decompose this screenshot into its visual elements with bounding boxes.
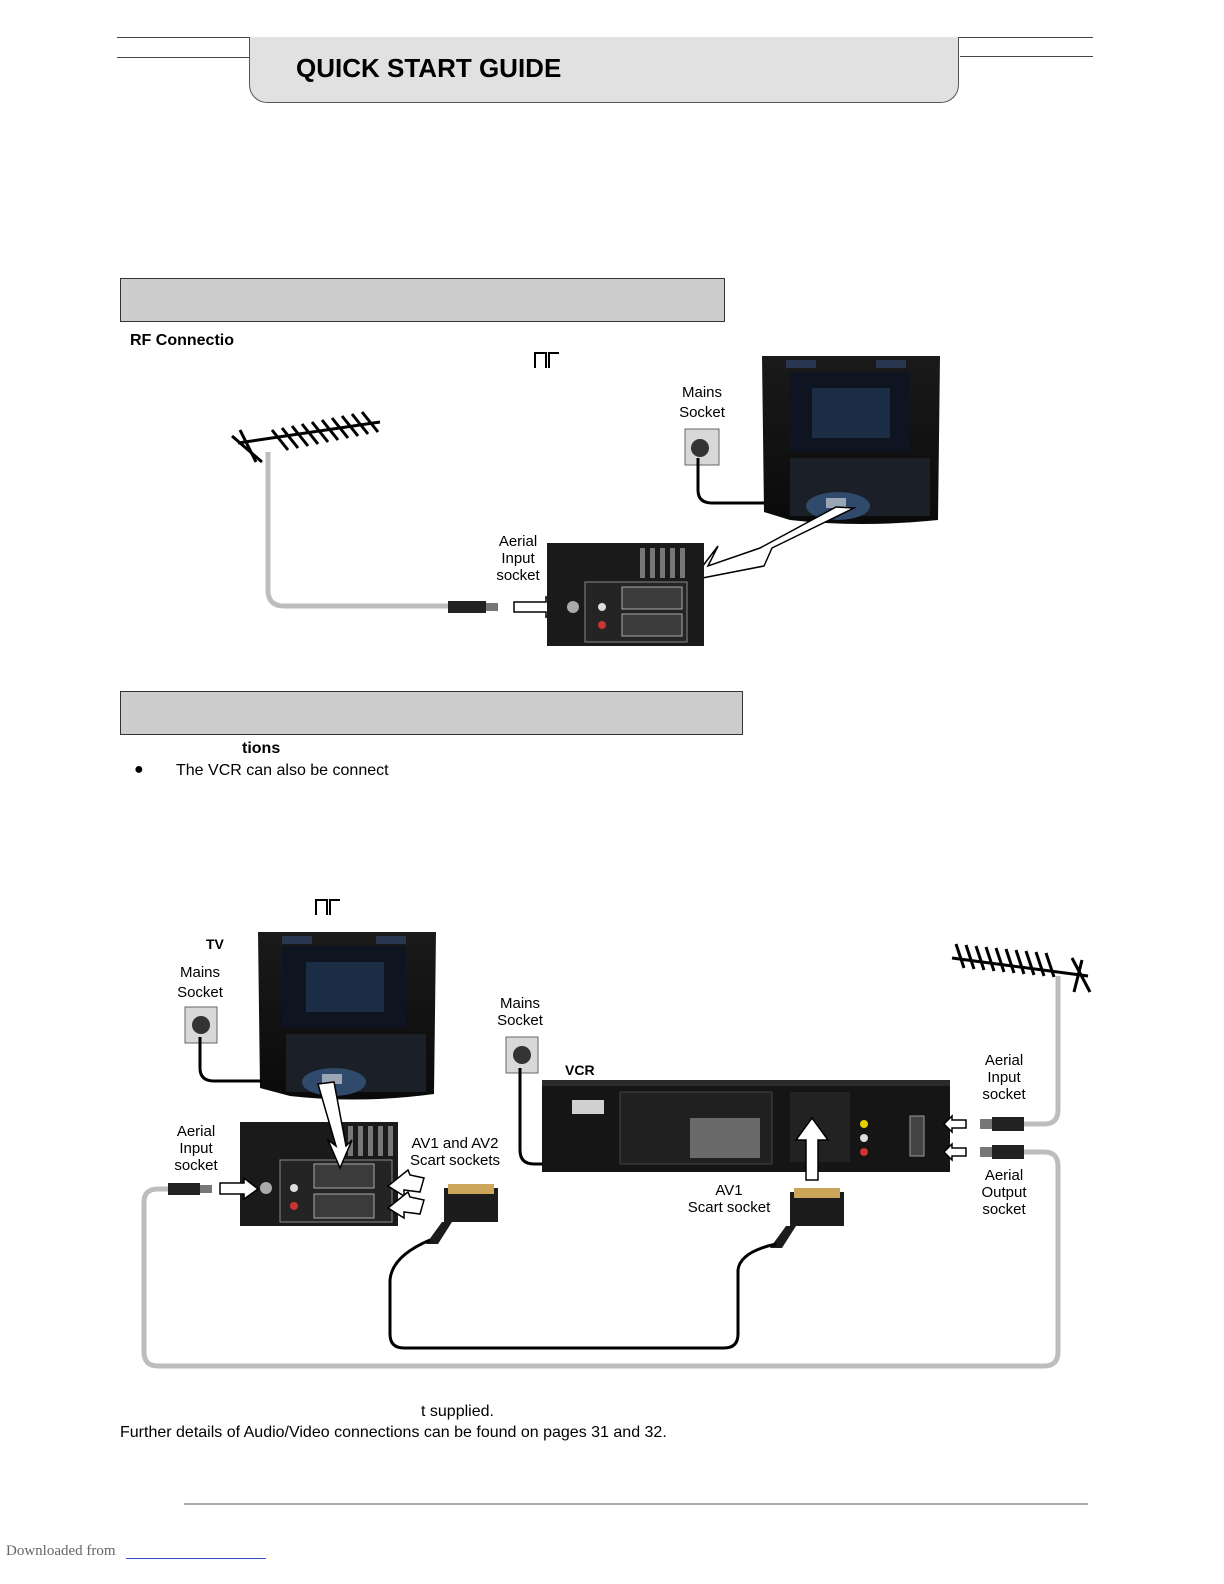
- tv-label: TV: [206, 936, 224, 952]
- rf-aerial-cable: [265, 452, 450, 609]
- header-rule-left: [117, 57, 249, 58]
- rf-tv-socket-panel-image: [547, 543, 704, 646]
- scart-cable: [388, 1238, 777, 1350]
- rf-section-heading: RF Connectio: [130, 332, 234, 349]
- rf-mains-socket-label: Mains Socket: [666, 384, 738, 421]
- tv-aerial-input-label: Aerial Input socket: [160, 1123, 232, 1174]
- tv-aerial-plug-icon: [168, 1183, 212, 1195]
- av-callout-arrow-icon: [317, 1081, 353, 1170]
- av1-socket-label: AV1 Scart socket: [680, 1182, 778, 1216]
- av-tv-socket-panel-image: [240, 1122, 398, 1226]
- page-title: QUICK START GUIDE: [296, 53, 562, 83]
- av-section-bar: [120, 691, 743, 735]
- vcr-aerial-out-line3: socket: [982, 1201, 1026, 1218]
- av-tv-mains-label: Mains Socket: [164, 964, 236, 1001]
- av2-insert-arrow-icon: [386, 1168, 425, 1198]
- vcr-to-tv-aerial-cable: [141, 1149, 1061, 1369]
- header-rule-right: [960, 56, 1093, 57]
- tv-aerial-line1: Aerial: [176, 1123, 216, 1140]
- aerial-symbol-icon: [534, 352, 559, 368]
- rf-mains-socket-icon: [684, 428, 720, 466]
- rf-aerial-plug-icon: [448, 601, 498, 613]
- av1-socket-line2: Scart socket: [687, 1199, 771, 1216]
- vcr-aerial-input-plug-icon: [980, 1117, 1024, 1131]
- av-tv-mains-cable: [198, 1037, 262, 1083]
- av-aerial-symbol-icon: [315, 899, 340, 915]
- tv-aerial-line2: Input: [179, 1140, 213, 1157]
- rf-callout-arrow-icon: [690, 506, 857, 582]
- rf-aerial-label-line2: Input: [501, 550, 535, 567]
- tv-scart-plug-icon: [426, 1184, 498, 1244]
- vcr-mains-socket-icon: [505, 1036, 539, 1074]
- vcr-aerial-in-line3: socket: [982, 1086, 1026, 1103]
- av-aerial-to-vcr-cable: [1024, 976, 1061, 1127]
- rf-aerial-label-line3: socket: [496, 567, 540, 584]
- vcr-label: VCR: [565, 1062, 595, 1078]
- av-tv-back-image: [258, 932, 436, 1100]
- av-sockets-line1: AV1 and AV2: [411, 1135, 499, 1152]
- footer-downloaded-text: Downloaded from: [6, 1543, 116, 1559]
- rf-aerial-label-line1: Aerial: [498, 533, 538, 550]
- av-sockets-label: AV1 and AV2 Scart sockets: [400, 1135, 510, 1169]
- title-tab: QUICK START GUIDE: [249, 37, 959, 103]
- vcr-aerial-in-line2: Input: [987, 1069, 1021, 1086]
- av-section-heading: tions: [242, 740, 281, 757]
- vcr-aerial-output-arrow-icon: [942, 1142, 967, 1162]
- av-sockets-line2: Scart sockets: [409, 1152, 501, 1169]
- vcr-mains-line1: Mains: [499, 995, 540, 1012]
- vcr-aerial-out-line1: Aerial: [984, 1167, 1024, 1184]
- tv-aerial-line3: socket: [174, 1157, 218, 1174]
- vcr-aerial-output-label: Aerial Output socket: [968, 1167, 1040, 1218]
- av1-insert-arrow-icon: [386, 1190, 425, 1220]
- footer-rule: [184, 1503, 1088, 1505]
- rf-mains-label-line1: Mains: [681, 384, 722, 401]
- bullet-dot: ●: [134, 761, 144, 778]
- footer-link-underline[interactable]: [126, 1558, 266, 1559]
- vcr-mains-label: Mains Socket: [484, 995, 556, 1029]
- av-tv-mains-socket-icon: [184, 1006, 218, 1044]
- vcr-scart-plug-icon: [770, 1188, 844, 1248]
- av-bullet-text: The VCR can also be connect: [176, 762, 389, 779]
- vcr-aerial-in-line1: Aerial: [984, 1052, 1024, 1069]
- rf-aerial-input-label: Aerial Input socket: [482, 533, 554, 584]
- aerial-antenna-icon: [231, 411, 381, 464]
- rf-mains-label-line2: Socket: [679, 404, 725, 421]
- vcr-aerial-output-plug-icon: [980, 1145, 1024, 1159]
- vcr-aerial-input-label: Aerial Input socket: [968, 1052, 1040, 1103]
- av-aerial-antenna-icon: [951, 943, 1092, 993]
- tv-aerial-insert-arrow-icon: [219, 1176, 260, 1201]
- av-tv-mains-line2: Socket: [177, 984, 223, 1001]
- av-tv-mains-line1: Mains: [179, 964, 220, 981]
- vcr-aerial-input-arrow-icon: [942, 1114, 967, 1134]
- vcr-mains-line2: Socket: [497, 1012, 543, 1029]
- av1-socket-line1: AV1: [715, 1182, 743, 1199]
- rf-mains-cable: [696, 458, 764, 505]
- rf-tv-back-image: [762, 356, 940, 524]
- vcr-av1-up-arrow-icon: [794, 1116, 830, 1181]
- rf-section-bar: [120, 278, 725, 322]
- vcr-mains-cable: [518, 1068, 598, 1166]
- note-line-1: t supplied.: [421, 1403, 494, 1420]
- note-line-2: Further details of Audio/Video connectio…: [120, 1424, 667, 1441]
- vcr-back-image: [542, 1080, 950, 1172]
- vcr-aerial-out-line2: Output: [981, 1184, 1027, 1201]
